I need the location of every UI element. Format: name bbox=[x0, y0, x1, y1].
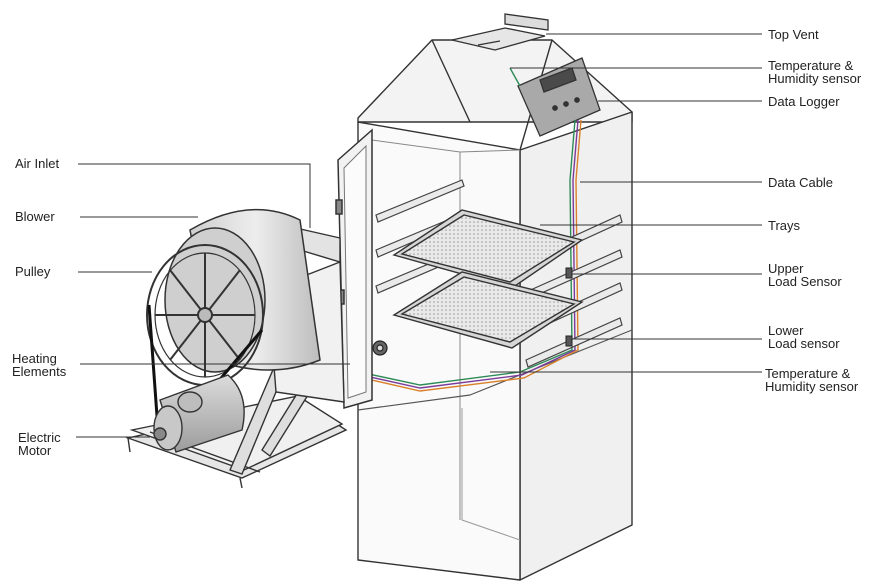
lower-tray bbox=[392, 271, 584, 349]
data-logger-unit bbox=[517, 57, 601, 137]
label-trays: Trays bbox=[768, 218, 801, 233]
top-vent bbox=[451, 13, 549, 51]
label-electric-motor: Electric Motor bbox=[18, 430, 61, 458]
label-air-inlet: Air Inlet bbox=[15, 156, 60, 171]
blower-drum bbox=[164, 208, 321, 373]
label-blower: Blower bbox=[15, 209, 55, 224]
label-data-cable: Data Cable bbox=[768, 175, 834, 190]
label-top-vent: Top Vent bbox=[768, 27, 819, 42]
load-sensors bbox=[565, 267, 573, 347]
data-cable-run bbox=[349, 67, 582, 392]
label-lower-load-sensor: Lower Load sensor bbox=[768, 323, 840, 351]
leader-lines bbox=[76, 33, 762, 438]
label-data-logger: Data Logger bbox=[768, 94, 840, 109]
bottom-temp-sensor bbox=[372, 340, 388, 356]
pulley-wheel bbox=[146, 244, 264, 386]
upper-tray bbox=[392, 209, 584, 289]
label-upper-load-sensor: Upper Load Sensor bbox=[768, 261, 842, 289]
label-heating-elements: Heating Elements bbox=[12, 351, 67, 379]
label-temp-humidity-bottom: Temperature & Humidity sensor bbox=[765, 366, 859, 394]
label-pulley: Pulley bbox=[15, 264, 51, 279]
electric-motor bbox=[153, 374, 245, 453]
label-temp-humidity-top: Temperature & Humidity sensor bbox=[768, 58, 862, 86]
